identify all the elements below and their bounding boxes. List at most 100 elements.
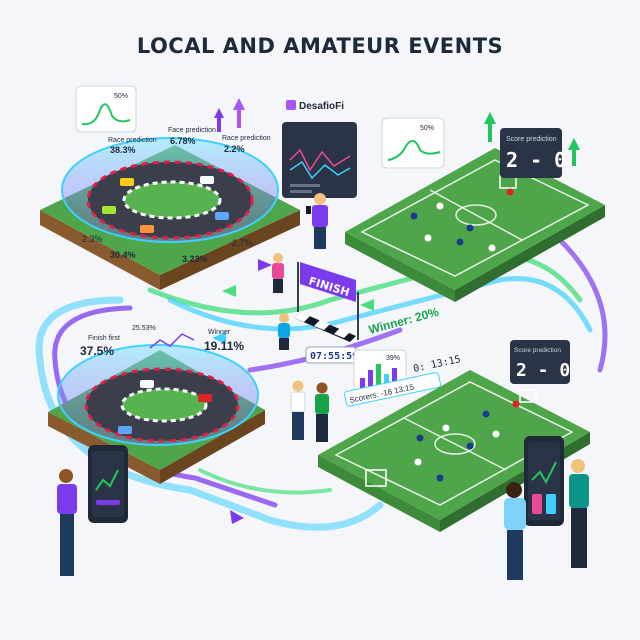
center-circle — [455, 204, 497, 226]
kart — [198, 394, 212, 402]
player — [488, 244, 496, 252]
scorers-box — [344, 372, 441, 407]
flow-arrows — [212, 259, 374, 524]
ring-value: 25.53% — [132, 325, 156, 332]
person-body — [315, 394, 329, 414]
runner-head — [273, 253, 283, 263]
bottom-right-phone-users — [504, 436, 589, 580]
person-head — [506, 482, 522, 498]
line-chart-icon — [531, 461, 557, 485]
runner-body — [278, 323, 290, 338]
player — [414, 458, 422, 466]
bar-chart-icon — [360, 378, 365, 388]
phone-button — [532, 494, 542, 514]
ring-label: Face prediction — [168, 127, 216, 134]
line-chart-icon — [95, 469, 119, 491]
track-infield — [122, 180, 222, 220]
flow-arrow-icon — [222, 285, 236, 297]
person-body — [312, 205, 328, 227]
player — [456, 238, 464, 246]
kart — [120, 178, 134, 186]
score-value: 2 - 0 — [516, 360, 570, 381]
brand-panel: DesafioFi — [282, 100, 357, 198]
score-value: 2 - 0 — [506, 148, 566, 172]
finish-timer: 07:55:59 — [305, 346, 358, 364]
ring-label: Race prediction — [108, 137, 157, 144]
player — [492, 430, 500, 438]
player — [512, 400, 520, 408]
player — [436, 474, 444, 482]
top-left-karting-platform — [40, 137, 300, 290]
bottom-right-players — [414, 400, 520, 482]
ring-value: 2.3% — [82, 234, 103, 244]
track-curb — [84, 367, 240, 443]
finish-flag-icon — [300, 262, 356, 302]
platform-side-left — [40, 210, 160, 290]
bottom-score-card: Score prediction 2 - 0 — [510, 340, 570, 384]
player — [506, 188, 514, 196]
player — [436, 202, 444, 210]
middle-people — [290, 380, 329, 442]
player — [466, 224, 474, 232]
bar-chart-icon — [368, 370, 373, 388]
bottom-left-ring-stats: Finish first 37.5% 25.53% Winner 19.11% — [80, 325, 244, 358]
finish-line-checker — [314, 320, 330, 330]
line-chart-icon — [149, 333, 195, 349]
ring-label: Finish first — [88, 335, 120, 342]
outer-loop-path — [35, 296, 384, 531]
cross-path-1 — [147, 254, 583, 316]
flow-arrow-icon — [230, 510, 244, 524]
person-head — [314, 193, 326, 205]
track-curb — [86, 160, 254, 240]
ring-value: 38.3% — [110, 145, 136, 155]
player — [416, 434, 424, 442]
person-body — [57, 484, 77, 514]
timer-value: 07:55:59 — [310, 351, 358, 362]
kart — [215, 212, 229, 220]
kart — [102, 206, 116, 214]
top-left-ring-stats: Race prediction Face prediction Race pre… — [82, 127, 271, 264]
person-head — [292, 380, 304, 392]
ring-value: 6.78% — [170, 136, 196, 146]
runner-head — [279, 313, 289, 323]
ring-value: 37.5% — [80, 344, 114, 358]
score-label: Score prediction — [514, 347, 561, 354]
person-head — [316, 382, 328, 394]
halfway-line — [429, 189, 523, 241]
phone-button — [546, 494, 556, 514]
person-with-phone — [306, 193, 328, 249]
person-head — [59, 469, 73, 483]
bottom-left-phone-user — [57, 445, 128, 576]
dashboard-panel — [282, 122, 357, 198]
person-legs — [571, 508, 587, 568]
ring-value: 3.23% — [182, 254, 208, 264]
bottom-path — [198, 468, 332, 495]
platform-side-right — [455, 205, 605, 302]
person-legs — [314, 227, 326, 249]
dashboard-line — [289, 160, 351, 180]
track-infield — [120, 387, 208, 423]
bar-chart-icon — [384, 374, 389, 388]
top-left-chart-card: 50% — [75, 85, 137, 133]
bar-chart-icon — [392, 368, 397, 388]
runner-legs — [279, 338, 289, 350]
person-body — [290, 391, 306, 413]
line-chart-icon — [81, 103, 131, 126]
chart-card-percent: 39% — [386, 355, 400, 362]
smartphone-icon — [306, 206, 311, 214]
brand-name: DesafioFi — [299, 101, 344, 112]
kart — [140, 225, 154, 233]
phone-button — [96, 500, 120, 505]
player — [442, 424, 450, 432]
up-arrow-icon — [484, 112, 496, 142]
player — [410, 212, 418, 220]
runners — [272, 253, 290, 350]
goal — [519, 389, 537, 403]
finish-line-checker — [334, 328, 350, 338]
up-arrow-icon — [233, 98, 245, 128]
ring-value: 19.11% — [204, 339, 244, 353]
dashboard-row — [290, 190, 312, 193]
secondary-timer: 0: 13:15 — [412, 354, 461, 375]
ring-label: Race prediction — [222, 135, 271, 142]
